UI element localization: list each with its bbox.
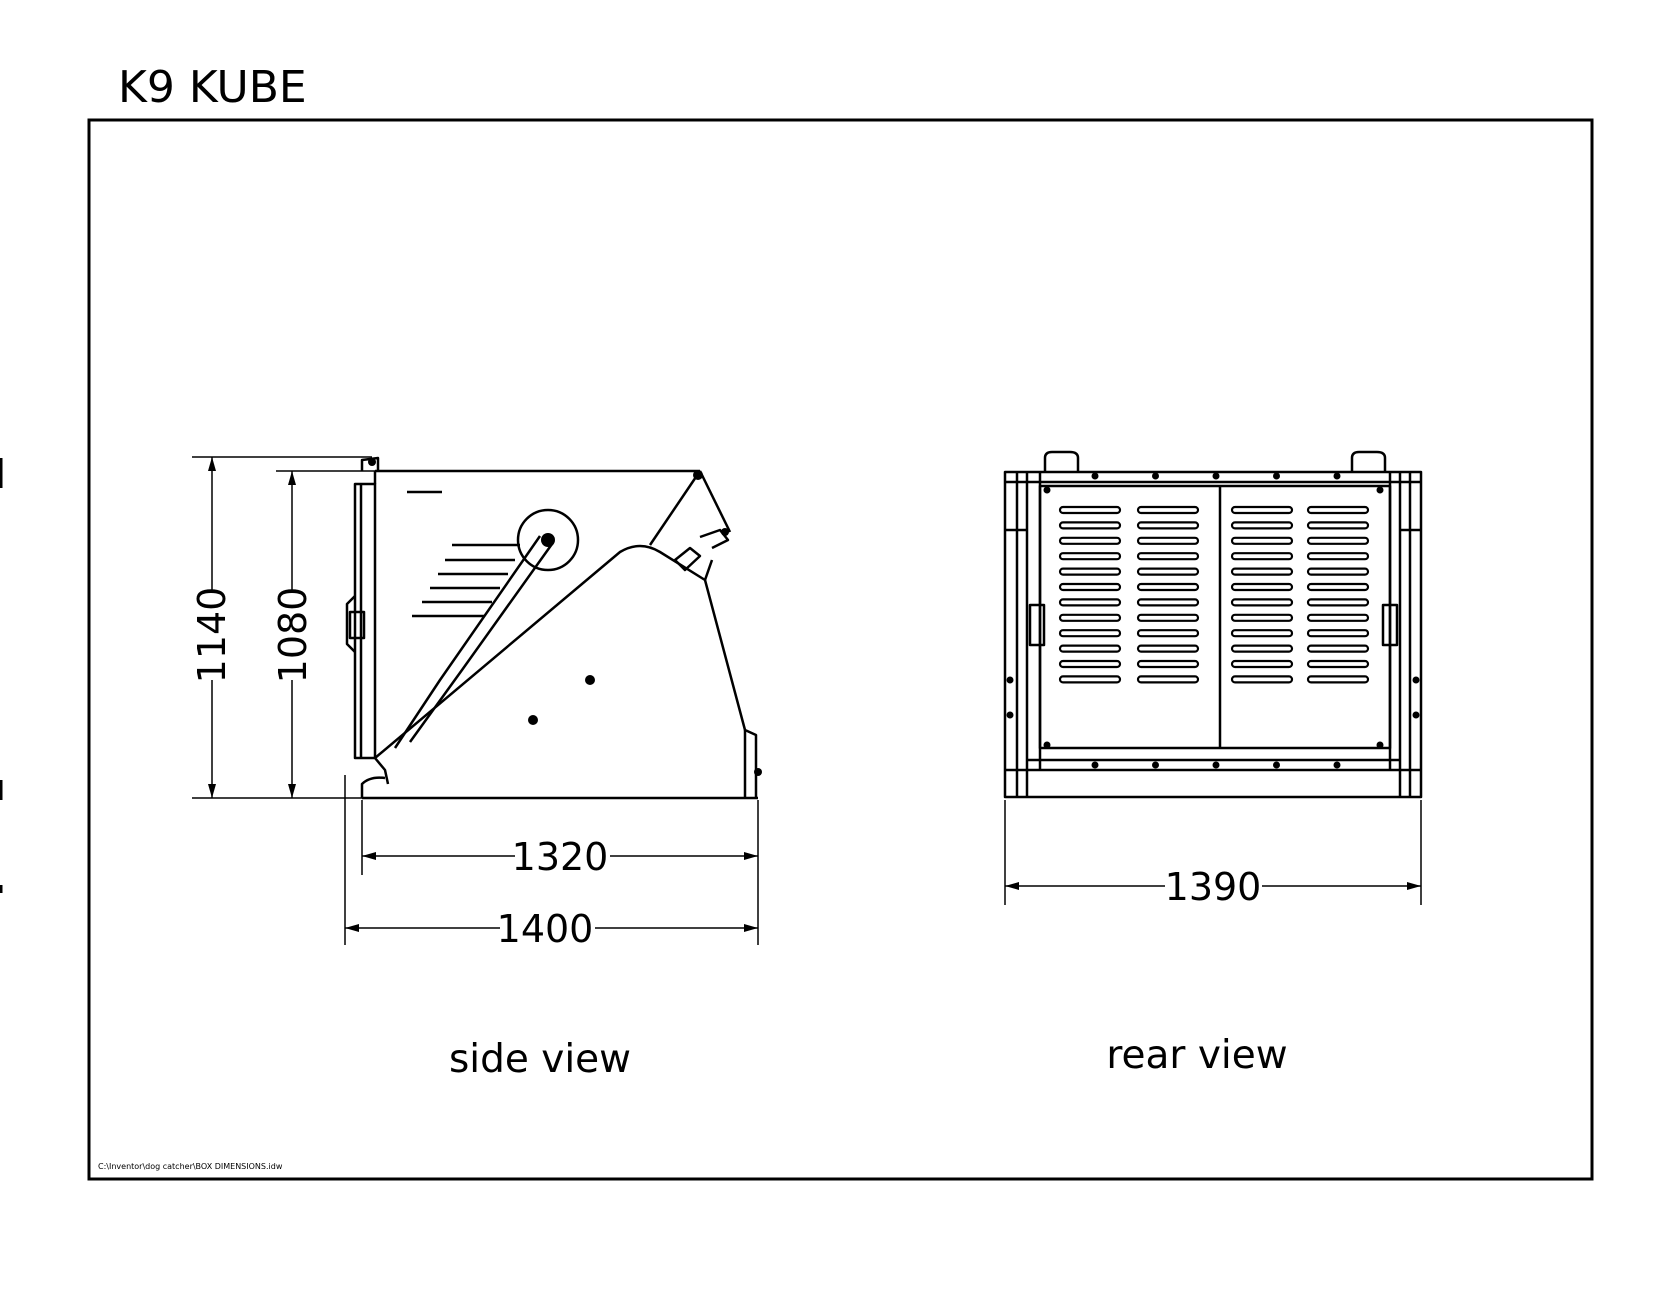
vent-slot [1230,644,1294,653]
vent-slot [1058,521,1122,530]
rivet [1333,472,1341,480]
side-view-drawing [345,456,760,800]
rivet [1043,741,1051,749]
vent-slot [1230,613,1294,622]
dim-height-body: 1080 [271,587,315,684]
rear-view-drawing [1003,450,1423,799]
rivet [1006,676,1014,684]
vent-slot [1230,552,1294,561]
vent-slot [1136,675,1200,684]
side-view-caption: side view [449,1037,631,1082]
rear-view-vents [1058,505,1370,684]
rivet [1333,761,1341,769]
vent-slot [1230,505,1294,515]
vent-slot [1306,659,1370,669]
rivet [1273,472,1280,480]
vent-slot [1306,582,1370,592]
vent-slot [1058,567,1122,576]
dim-height-overall: 1140 [190,587,234,684]
rivet [1376,486,1384,494]
vent-slot [1058,505,1122,515]
sheet-title: K9 KUBE [118,62,307,113]
vent-slot [1058,552,1122,561]
rear-view-caption: rear view [1106,1033,1287,1078]
vent-slot [1058,598,1122,607]
rivet [1091,761,1099,769]
vent-slot [1230,629,1294,638]
rear-view-dimensions [1004,800,1422,905]
vent-slot [1058,582,1122,592]
vent-slot [1306,675,1370,684]
vent-slot [1136,521,1200,530]
vent-slot [1136,567,1200,576]
vent-slot [1306,644,1370,653]
vent-slot [1306,567,1370,576]
vent-slot [1136,552,1200,561]
vent-slot [1230,659,1294,669]
rivet [1152,472,1159,480]
rivet [1043,486,1051,494]
vent-slot [1058,629,1122,638]
vent-slot [1136,536,1200,545]
vent-slot [1230,521,1294,530]
vent-slot [1136,613,1200,622]
rivet [1273,761,1280,769]
vent-slot [1136,582,1200,592]
rivet [1152,761,1159,769]
vent-slot [1058,613,1122,622]
vent-slot [1058,675,1122,684]
rivet [1212,761,1220,769]
vent-slot [1230,675,1294,684]
vent-slot [1306,629,1370,638]
vent-slot [1136,505,1200,515]
side-view-dots [368,458,762,776]
vent-slot [1136,598,1200,607]
vent-slot [1306,613,1370,622]
vent-slot [1306,505,1370,515]
rivet [1006,711,1014,719]
rivet [1412,711,1420,719]
vent-slot [1136,644,1200,653]
vent-slot [1230,582,1294,592]
dim-length-overall: 1400 [497,907,594,951]
vent-slot [1058,659,1122,669]
vent-slot [1136,629,1200,638]
rivet [1412,676,1420,684]
dim-length-body: 1320 [512,835,609,879]
vent-slot [1306,598,1370,607]
vent-slot [1306,536,1370,545]
vent-slot [1306,521,1370,530]
rivet [1091,472,1099,480]
vent-slot [1058,644,1122,653]
vent-slot [1058,536,1122,545]
rivet [1376,741,1384,749]
dim-width: 1390 [1165,865,1262,909]
file-path: C:\Inventor\dog catcher\BOX DIMENSIONS.i… [98,1162,283,1171]
vent-slot [1230,536,1294,545]
vent-slot [1136,659,1200,669]
vent-slot [1230,598,1294,607]
rear-view-dots [1006,472,1420,769]
vent-slot [1306,552,1370,561]
sheet-border [87,118,1594,1181]
vent-slot [1230,567,1294,576]
rivet [1212,472,1220,480]
side-view-dimensions [192,456,759,945]
